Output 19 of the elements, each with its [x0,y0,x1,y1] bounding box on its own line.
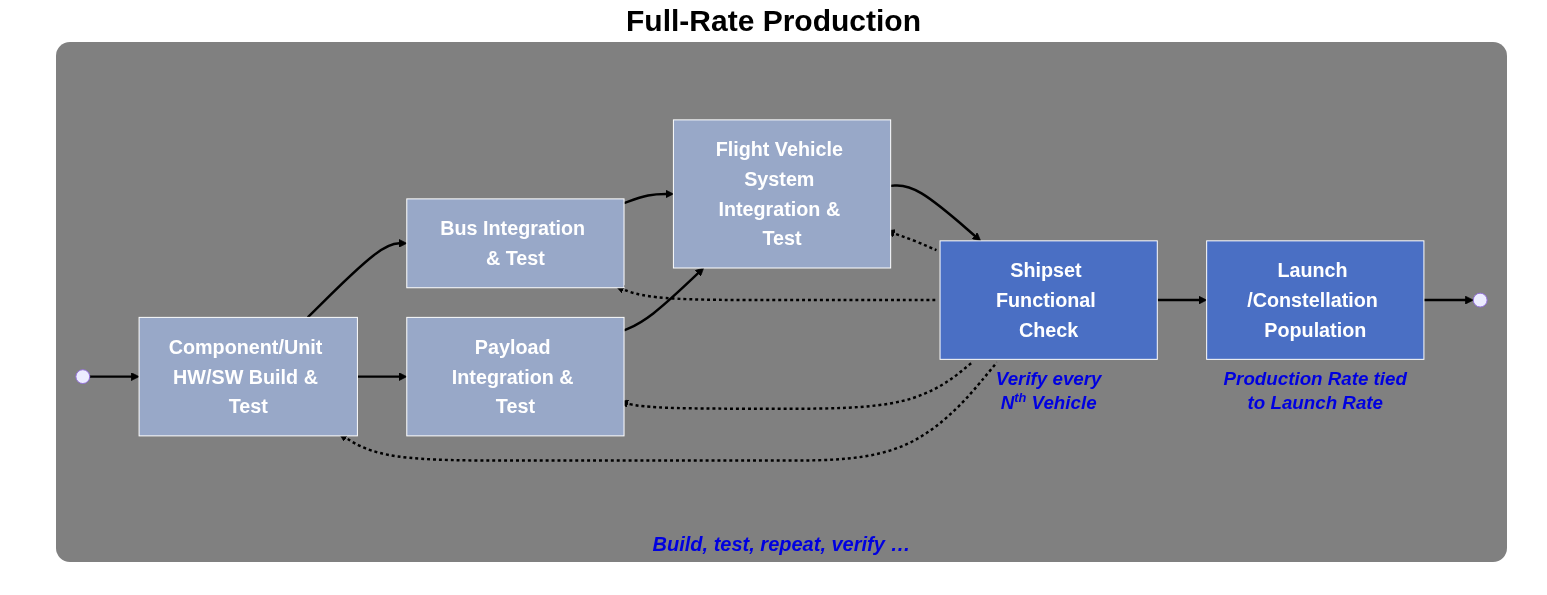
arrow [339,361,998,463]
note-text: Build, test, repeat, verify … [652,533,911,556]
process-box: Component/Unit HW/SW Build & Test [138,317,358,437]
process-box: Bus Integration & Test [406,198,625,289]
arrow [357,372,408,382]
arrow [623,189,674,205]
process-box: Flight Vehicle System Integration & Test [672,119,892,269]
process-box: Shipset Functional Check [939,240,1158,361]
arrow [89,372,140,382]
title: Full-Rate Production [625,4,922,38]
note-text: Verify every N$^{th}$ Vehicle [995,368,1102,413]
arrow [623,267,704,332]
arrow [1157,296,1208,305]
arrow [306,239,408,319]
process-box: Launch /Constellation Population [1206,240,1425,361]
note-text: Production Rate tied to Launch Rate [1223,368,1407,413]
arrow [890,184,981,242]
arrow [1423,296,1474,305]
process-box: Payload Integration & Test [406,317,625,437]
